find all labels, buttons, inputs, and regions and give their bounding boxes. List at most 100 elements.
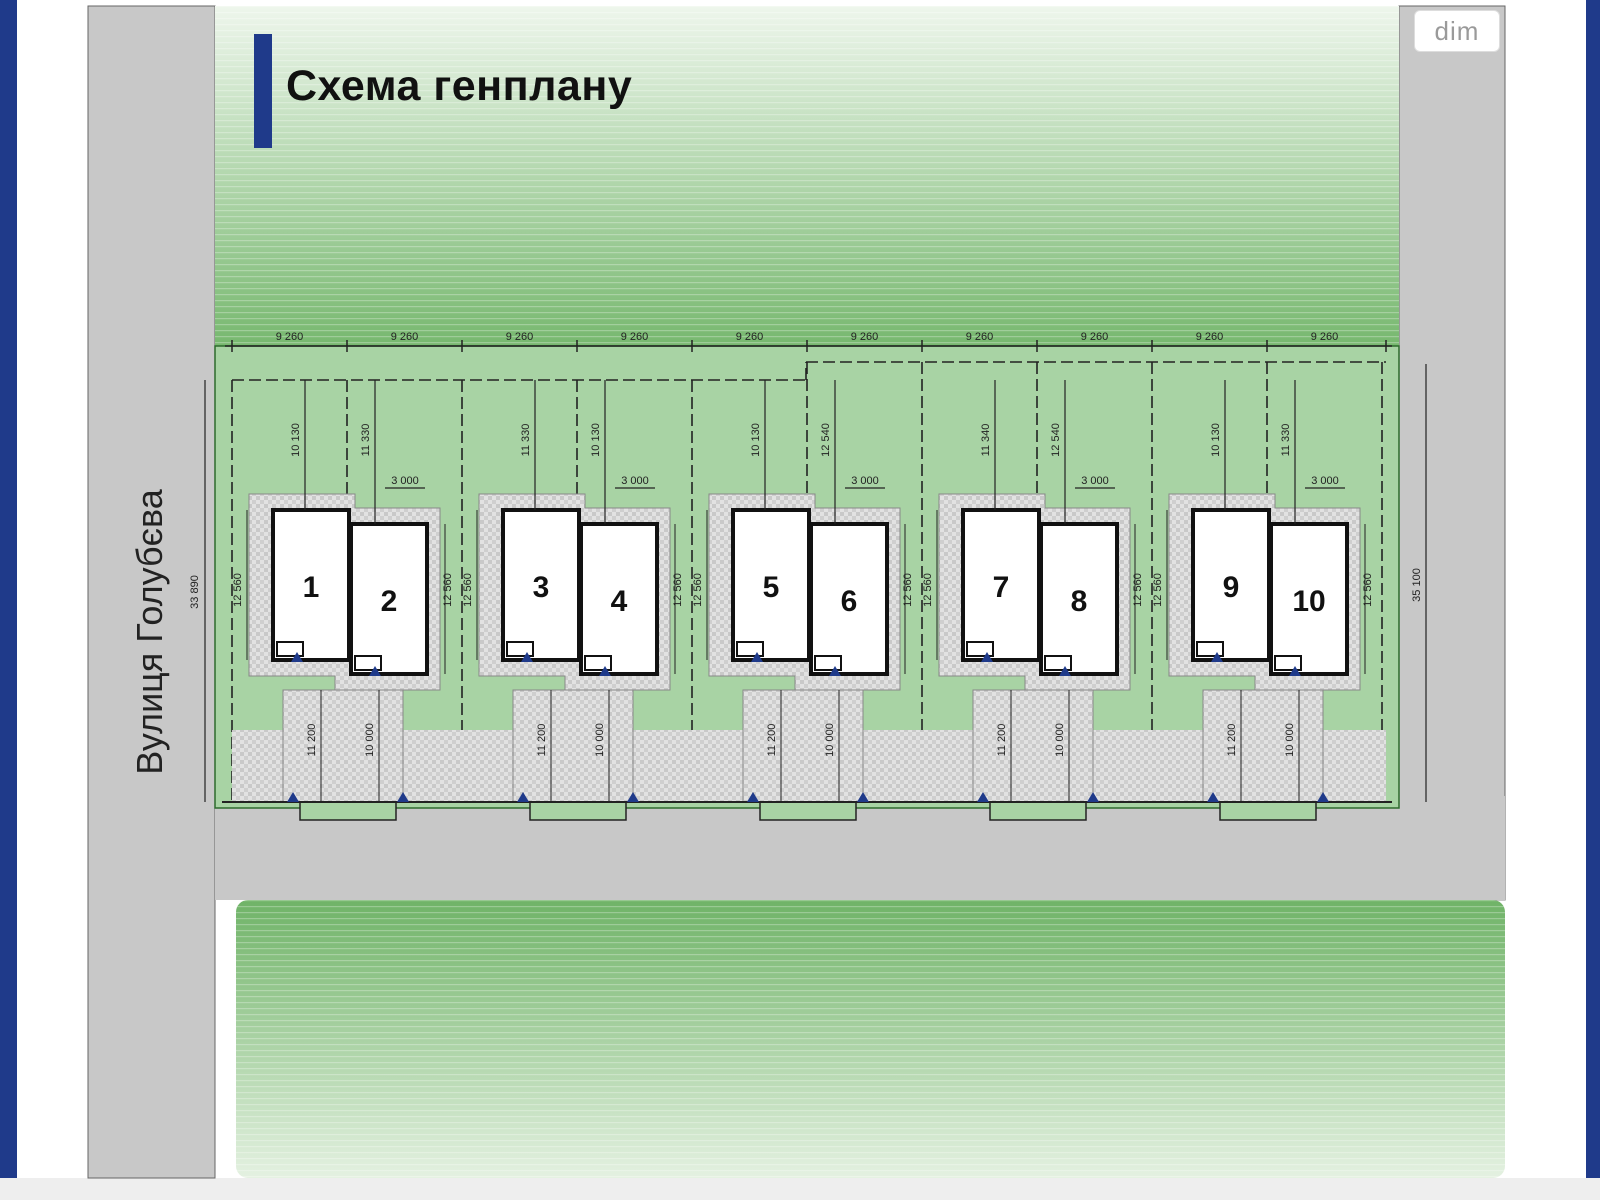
house-number: 7 bbox=[993, 571, 1010, 604]
house-setback-label: 11 330 bbox=[360, 424, 372, 457]
house-number: 1 bbox=[303, 571, 320, 604]
entrance-marker bbox=[521, 652, 533, 662]
driveway-depth-label: 11 200 bbox=[306, 724, 318, 757]
entrance-marker bbox=[981, 652, 993, 662]
house-unit bbox=[1039, 522, 1119, 676]
setback-label: 3 000 bbox=[1311, 475, 1339, 487]
right-depth-label: 35 100 bbox=[1411, 568, 1423, 602]
driveway-depth-label: 11 200 bbox=[996, 724, 1008, 757]
plot-width-label: 9 260 bbox=[1196, 331, 1224, 343]
gate-marker bbox=[397, 792, 409, 802]
house-porch bbox=[276, 641, 304, 657]
house-setback-label: 12 540 bbox=[820, 423, 832, 457]
street-label: Вулиця Голубєва bbox=[129, 489, 170, 775]
street-road bbox=[87, 5, 216, 1179]
driveway bbox=[742, 689, 864, 803]
house-unit bbox=[271, 508, 351, 662]
house-depth-label: 12 560 bbox=[1152, 573, 1164, 607]
house-porch bbox=[506, 641, 534, 657]
right-border-stripe bbox=[1586, 0, 1600, 1200]
page-title: Схема генплану bbox=[286, 62, 633, 110]
gate-marker bbox=[977, 792, 989, 802]
entrance-marker bbox=[1211, 652, 1223, 662]
house-number: 2 bbox=[381, 585, 398, 618]
house-setback-label: 11 340 bbox=[980, 424, 992, 457]
house-porch bbox=[1044, 655, 1072, 671]
plot-width-label: 9 260 bbox=[391, 331, 419, 343]
driveway bbox=[972, 689, 1094, 803]
page-bottom-strip bbox=[0, 1178, 1600, 1200]
driveway-entrance bbox=[1219, 801, 1317, 821]
house-setback-label: 10 130 bbox=[590, 423, 602, 457]
plot-width-label: 9 260 bbox=[966, 331, 994, 343]
driveway-depth-label: 11 200 bbox=[766, 724, 778, 757]
driveway-entrance bbox=[299, 801, 397, 821]
house-depth-label: 12 560 bbox=[1132, 573, 1144, 607]
house-depth-label: 12 560 bbox=[922, 573, 934, 607]
setback-label: 3 000 bbox=[621, 475, 649, 487]
house-porch bbox=[966, 641, 994, 657]
plot-width-label: 9 260 bbox=[506, 331, 534, 343]
gate-marker bbox=[1087, 792, 1099, 802]
driveway-entrance bbox=[989, 801, 1087, 821]
plot-width-label: 9 260 bbox=[1081, 331, 1109, 343]
driveway-depth-label: 10 000 bbox=[1284, 723, 1296, 757]
house-number: 6 bbox=[841, 585, 858, 618]
gate-marker bbox=[517, 792, 529, 802]
driveway bbox=[1202, 689, 1324, 803]
gate-marker bbox=[1317, 792, 1329, 802]
gate-marker bbox=[627, 792, 639, 802]
house-number: 3 bbox=[533, 571, 550, 604]
setback-label: 3 000 bbox=[1081, 475, 1109, 487]
entrance-marker bbox=[751, 652, 763, 662]
driveway-entrance bbox=[759, 801, 857, 821]
driveway-depth-label: 10 000 bbox=[1054, 723, 1066, 757]
setback-label: 3 000 bbox=[391, 475, 419, 487]
house-porch bbox=[814, 655, 842, 671]
title-accent-bar bbox=[254, 34, 272, 148]
driveway bbox=[282, 689, 404, 803]
driveway-entrance bbox=[529, 801, 627, 821]
house-depth-label: 12 560 bbox=[672, 573, 684, 607]
house-depth-label: 12 560 bbox=[462, 573, 474, 607]
gate-marker bbox=[287, 792, 299, 802]
house-unit bbox=[731, 508, 811, 662]
entrance-marker bbox=[291, 652, 303, 662]
setback-label: 3 000 bbox=[851, 475, 879, 487]
house-depth-label: 12 560 bbox=[692, 573, 704, 607]
entrance-marker bbox=[599, 666, 611, 676]
house-setback-label: 11 330 bbox=[520, 424, 532, 457]
house-setback-label: 10 130 bbox=[1210, 423, 1222, 457]
plot-width-label: 9 260 bbox=[851, 331, 879, 343]
house-setback-label: 12 540 bbox=[1050, 423, 1062, 457]
house-porch bbox=[354, 655, 382, 671]
plot-width-label: 9 260 bbox=[276, 331, 304, 343]
house-porch bbox=[736, 641, 764, 657]
house-unit bbox=[961, 508, 1041, 662]
house-setback-label: 10 130 bbox=[290, 423, 302, 457]
gate-marker bbox=[857, 792, 869, 802]
house-number: 8 bbox=[1071, 585, 1088, 618]
plot-width-label: 9 260 bbox=[736, 331, 764, 343]
house-unit bbox=[1269, 522, 1349, 676]
house-number: 4 bbox=[611, 585, 628, 618]
watermark-logo: dim bbox=[1414, 10, 1500, 52]
left-border-stripe bbox=[0, 0, 17, 1200]
gate-marker bbox=[747, 792, 759, 802]
driveway-depth-label: 10 000 bbox=[824, 723, 836, 757]
entrance-marker bbox=[1059, 666, 1071, 676]
driveway bbox=[512, 689, 634, 803]
house-number: 10 bbox=[1292, 585, 1325, 618]
entrance-marker bbox=[1289, 666, 1301, 676]
house-porch bbox=[584, 655, 612, 671]
driveway-depth-label: 11 200 bbox=[536, 724, 548, 757]
house-unit bbox=[349, 522, 429, 676]
house-porch bbox=[1274, 655, 1302, 671]
house-depth-label: 12 560 bbox=[442, 573, 454, 607]
house-unit bbox=[809, 522, 889, 676]
driveway-depth-label: 11 200 bbox=[1226, 724, 1238, 757]
house-porch bbox=[1196, 641, 1224, 657]
entrance-marker bbox=[829, 666, 841, 676]
driveway-depth-label: 10 000 bbox=[594, 723, 606, 757]
plot-width-label: 9 260 bbox=[621, 331, 649, 343]
